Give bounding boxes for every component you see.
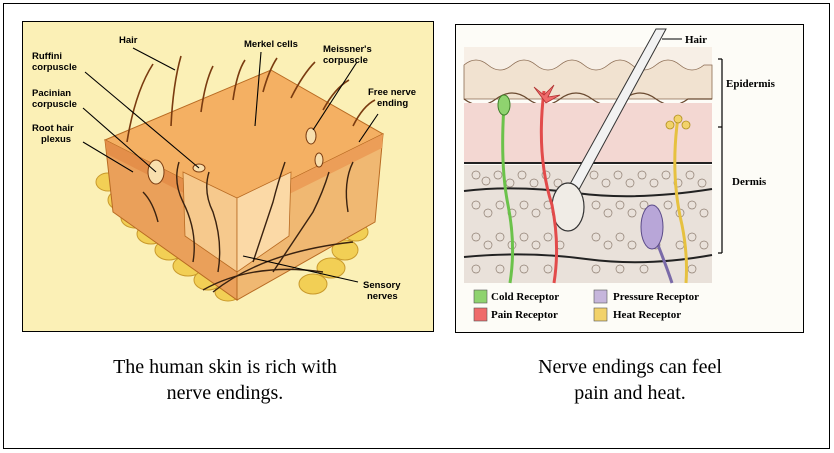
skin-block-illustration: Hair Merkel cells Ruffini corpuscle Meis…: [23, 22, 434, 332]
label-pacinian-1: Pacinian: [32, 88, 71, 99]
label-meissner-2: corpuscle: [323, 55, 368, 66]
label-root-hair-1: Root hair: [32, 123, 74, 134]
meissner-corpuscle-shape: [306, 128, 316, 144]
legend-label-cold: Cold Receptor: [491, 291, 559, 303]
label-meissner-1: Meissner's: [323, 44, 372, 55]
label-free-nerve-2: ending: [377, 98, 408, 109]
legend-swatch-heat: [594, 308, 607, 321]
label-hair: Hair: [119, 35, 138, 46]
caption-left: The human skin is rich with nerve ending…: [60, 354, 390, 406]
label-hair-right: Hair: [685, 34, 707, 46]
hair-follicle: [552, 183, 584, 231]
legend-swatch-pressure: [594, 290, 607, 303]
label-merkel-cells: Merkel cells: [244, 39, 298, 50]
label-sensory-2: nerves: [367, 291, 398, 302]
label-root-hair-2: plexus: [41, 134, 71, 145]
pressure-receptor-ending: [641, 205, 663, 249]
meissner-corpuscle-shape-2: [315, 153, 323, 167]
label-ruffini-2: corpuscle: [32, 62, 77, 73]
nerve-receptor-diagram: Hair Epidermis Dermis Cold Receptor Pres…: [455, 24, 804, 333]
label-free-nerve-1: Free nerve: [368, 87, 416, 98]
legend-label-pressure: Pressure Receptor: [613, 291, 699, 303]
legend-swatch-pain: [474, 308, 487, 321]
label-epidermis: Epidermis: [726, 78, 776, 90]
layer-bracket: [718, 59, 722, 253]
legend-label-heat: Heat Receptor: [613, 309, 681, 321]
label-pacinian-2: corpuscle: [32, 99, 77, 110]
legend-swatch-cold: [474, 290, 487, 303]
receptor-illustration: Hair Epidermis Dermis Cold Receptor Pres…: [456, 25, 804, 333]
skin-cross-section-diagram: Hair Merkel cells Ruffini corpuscle Meis…: [22, 21, 434, 332]
legend-label-pain: Pain Receptor: [491, 309, 558, 321]
caption-right: Nerve endings can feel pain and heat.: [470, 354, 790, 406]
cold-receptor-ending: [498, 95, 510, 115]
label-sensory-1: Sensory: [363, 280, 401, 291]
label-dermis: Dermis: [732, 176, 767, 188]
label-ruffini-1: Ruffini: [32, 51, 62, 62]
